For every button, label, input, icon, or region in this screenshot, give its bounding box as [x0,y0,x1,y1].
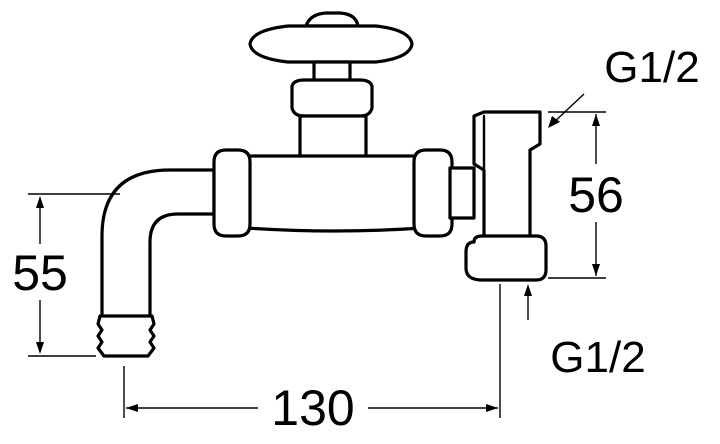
valve-bonnet [290,78,374,118]
handle-knob [248,11,414,64]
valve-body [244,154,424,233]
valve-neck [298,114,368,160]
spout-pipe [100,168,216,320]
dimension-56: 56 [548,111,636,279]
thread-callout-bottom: G1/2 [524,284,646,382]
dimension-55: 55 [4,193,120,357]
right-union-nut [412,148,454,238]
spout-thread [96,314,156,358]
thread-label-top: G1/2 [604,43,699,92]
inlet-nut [464,234,548,282]
inlet-connector [448,166,476,220]
faucet-outline [96,11,548,358]
inlet-fitting [472,110,542,242]
dimension-130-label: 130 [271,380,354,436]
dimension-56-label: 56 [568,167,624,223]
left-union-nut [212,148,252,238]
thread-callout-top: G1/2 [548,43,700,128]
thread-label-bottom: G1/2 [550,333,645,382]
dimension-55-label: 55 [12,245,68,301]
dimension-130: 130 [123,284,501,436]
